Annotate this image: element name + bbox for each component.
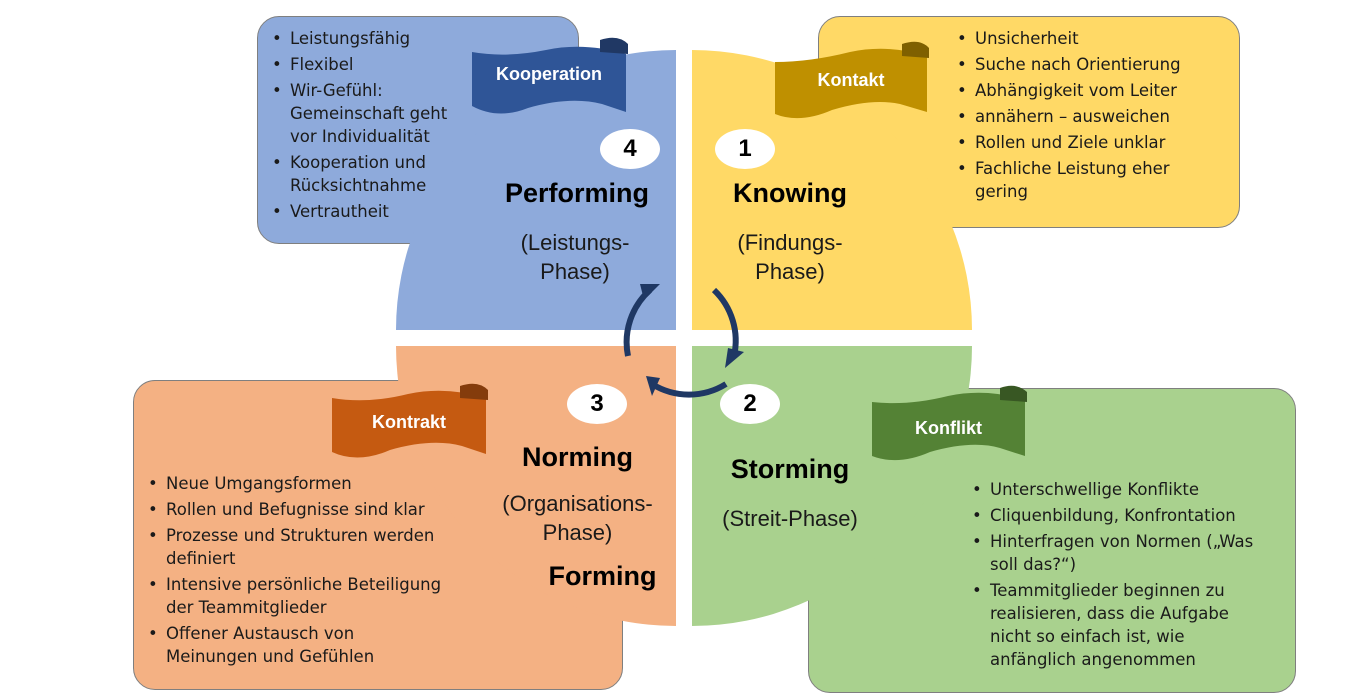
knowing-title: Knowing <box>733 178 847 208</box>
knowing-quadrant <box>692 50 972 330</box>
norming-title: Norming <box>522 442 633 472</box>
list-item: Offener Austausch von Meinungen und Gefü… <box>140 622 450 668</box>
list-item: Hinterfragen von Normen („Was soll das?“… <box>964 530 1274 576</box>
phase-number-2: 2 <box>720 384 780 424</box>
subtitle-line: Phase) <box>755 259 825 284</box>
subtitle-line: (Organisations- <box>502 491 653 516</box>
list-item: annähern – ausweichen <box>949 105 1219 128</box>
list-item: Suche nach Orientierung <box>949 53 1219 76</box>
kooperation-label: Kooperation <box>496 64 602 84</box>
list-item: Abhängigkeit vom Leiter <box>949 79 1219 102</box>
kontakt-label: Kontakt <box>817 70 885 90</box>
list-item: Vertrautheit <box>264 200 474 223</box>
subtitle-line: Phase) <box>540 259 610 284</box>
storming-list: Unterschwellige Konflikte Cliquenbildung… <box>964 478 1274 671</box>
subtitle-line: (Findungs- <box>737 230 843 255</box>
list-item: Neue Umgangsformen <box>140 472 450 495</box>
phase-number-1: 1 <box>715 129 775 169</box>
knowing-list: Unsicherheit Suche nach Orientierung Abh… <box>949 27 1219 203</box>
performing-quadrant <box>396 50 676 330</box>
storming-title: Storming <box>730 454 850 484</box>
norming-subtitle: (Organisations- Phase) <box>480 489 675 547</box>
storming-subtitle: (Streit-Phase) <box>695 504 885 533</box>
list-item: Leistungsfähig <box>264 27 474 50</box>
knowing-subtitle: (Findungs- Phase) <box>695 228 885 286</box>
cycle-arrowheads <box>640 284 744 396</box>
list-item: Flexibel <box>264 53 474 76</box>
list-item: Rollen und Ziele unklar <box>949 131 1219 154</box>
performing-list: Leistungsfähig Flexibel Wir-Gefühl: Geme… <box>264 27 474 223</box>
subtitle-line: (Streit-Phase) <box>722 506 858 531</box>
norming-list: Neue Umgangsformen Rollen und Befugnisse… <box>140 472 450 668</box>
list-item: Prozesse und Strukturen werden definiert <box>140 524 450 570</box>
performing-subtitle: (Leistungs- Phase) <box>480 228 670 286</box>
konflikt-label: Konflikt <box>915 418 982 438</box>
kontakt-banner <box>775 41 929 119</box>
phase-number-4: 4 <box>600 129 660 169</box>
list-item: Intensive persönliche Beteiligung der Te… <box>140 573 450 619</box>
phase-number-3: 3 <box>567 384 627 424</box>
performing-title: Performing <box>504 178 650 208</box>
list-item: Rollen und Befugnisse sind klar <box>140 498 450 521</box>
list-item: Teammitglieder beginnen zu realisieren, … <box>964 579 1274 671</box>
kontrakt-label: Kontrakt <box>371 412 446 432</box>
list-item: Unsicherheit <box>949 27 1219 50</box>
subtitle-line: Phase) <box>542 520 613 545</box>
kooperation-banner <box>472 37 628 114</box>
forming-title: Forming <box>548 561 657 591</box>
konflikt-banner <box>872 385 1027 461</box>
kontrakt-banner <box>332 383 488 458</box>
list-item: Fachliche Leistung eher gering <box>949 157 1219 203</box>
list-item: Cliquenbildung, Konfrontation <box>964 504 1274 527</box>
list-item: Unterschwellige Konflikte <box>964 478 1274 501</box>
list-item: Wir-Gefühl: Gemeinschaft geht vor Indivi… <box>264 79 474 148</box>
subtitle-line: (Leistungs- <box>520 230 630 255</box>
list-item: Kooperation und Rücksichtnahme <box>264 151 474 197</box>
